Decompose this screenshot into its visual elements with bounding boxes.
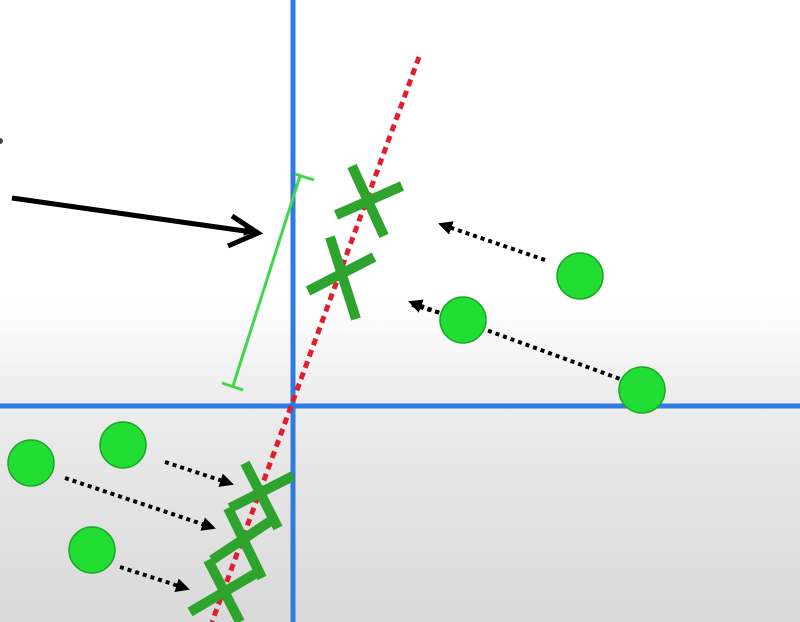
projected-point-x-icon <box>209 505 275 581</box>
data-point-icon <box>99 421 147 469</box>
projection-arrow <box>408 299 643 389</box>
projected-point-x-icon <box>333 163 405 239</box>
projected-point-x-icon <box>187 557 261 622</box>
projection-arrows <box>64 221 643 592</box>
data-points <box>7 252 666 574</box>
projection-arrow <box>119 565 190 592</box>
data-point-icon <box>556 252 604 300</box>
data-point-icon <box>7 439 55 487</box>
projected-point-x-icon <box>305 235 377 321</box>
pointer-arrow <box>11 195 254 236</box>
distance-marker <box>221 172 315 392</box>
projection-arrow <box>164 460 234 487</box>
data-point-icon <box>618 366 666 414</box>
projection-arrow <box>64 476 216 531</box>
projected-points <box>187 163 405 622</box>
projection-arrow <box>438 221 546 262</box>
projected-point-x-icon <box>227 460 296 531</box>
regression-line <box>209 56 422 622</box>
data-point-icon <box>68 526 116 574</box>
data-point-icon <box>439 296 487 344</box>
pointer-arrowhead-icon <box>227 213 264 249</box>
edge-mark <box>0 138 3 144</box>
